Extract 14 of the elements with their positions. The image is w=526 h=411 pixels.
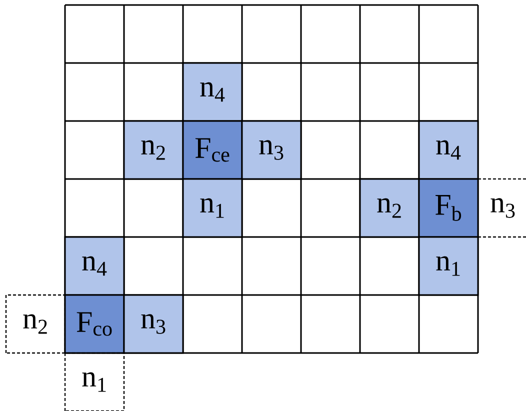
dashed-cell: n$_{1}$ bbox=[64, 352, 125, 411]
highlighted-cell: n$_{4}$ bbox=[182, 62, 243, 122]
highlighted-cell: n$_{4}$ bbox=[64, 236, 125, 296]
highlighted-cell: n$_{1}$ bbox=[182, 178, 243, 238]
dashed-cell: n$_{3}$ bbox=[478, 178, 526, 238]
highlighted-cell: n$_{3}$ bbox=[241, 120, 302, 180]
highlighted-cell: n$_{2}$ bbox=[359, 178, 420, 238]
highlighted-cell: F$_{co}$ bbox=[64, 294, 125, 354]
highlighted-cell: n$_{1}$ bbox=[418, 236, 479, 296]
highlighted-cell: n$_{4}$ bbox=[418, 120, 479, 180]
highlighted-cell: n$_{2}$ bbox=[123, 120, 184, 180]
highlighted-cell: n$_{3}$ bbox=[123, 294, 184, 354]
highlighted-cell: F$_{b}$ bbox=[418, 178, 479, 238]
highlighted-cell: F$_{ce}$ bbox=[182, 120, 243, 180]
